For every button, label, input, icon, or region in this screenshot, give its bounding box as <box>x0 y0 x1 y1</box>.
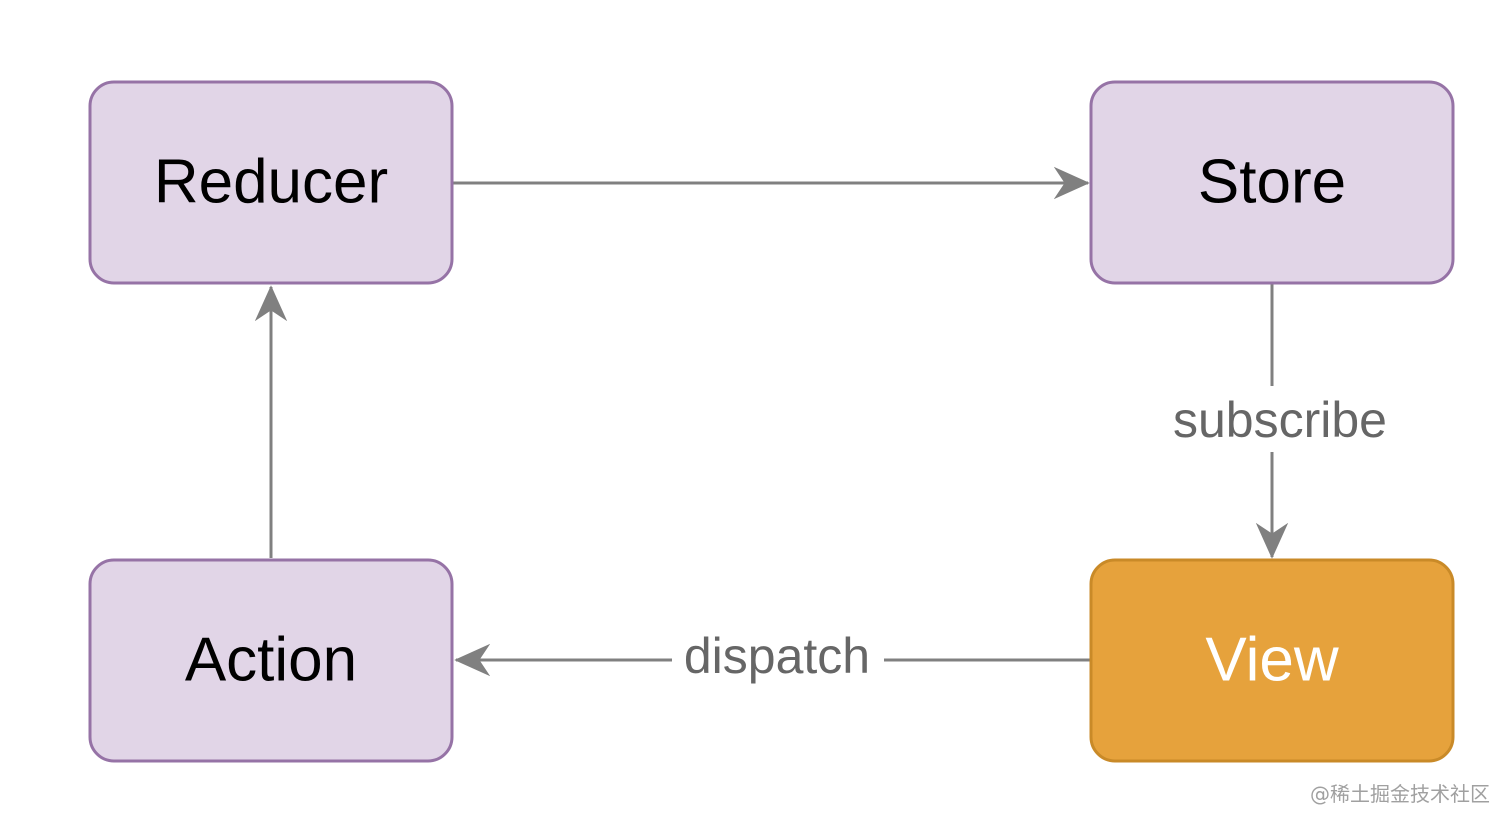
node-reducer-label: Reducer <box>154 148 388 217</box>
edge-label-subscribe: subscribe <box>1173 392 1387 448</box>
edge-store-to-view: subscribe <box>1173 284 1387 559</box>
node-reducer: Reducer <box>88 80 454 285</box>
node-store-box <box>1089 80 1455 285</box>
watermark-text: @稀土掘金技术社区 <box>1310 782 1490 806</box>
node-action-label: Action <box>185 626 357 695</box>
node-action-box <box>88 558 454 763</box>
node-reducer-box <box>88 80 454 285</box>
node-store-label: Store <box>1198 148 1346 217</box>
node-action: Action <box>88 558 454 763</box>
edge-view-to-action: dispatch <box>454 628 1090 684</box>
node-view-label: View <box>1205 626 1338 695</box>
node-view: View <box>1089 558 1455 763</box>
edge-label-dispatch: dispatch <box>684 628 870 684</box>
node-store: Store <box>1089 80 1455 285</box>
node-view-box <box>1089 558 1455 763</box>
